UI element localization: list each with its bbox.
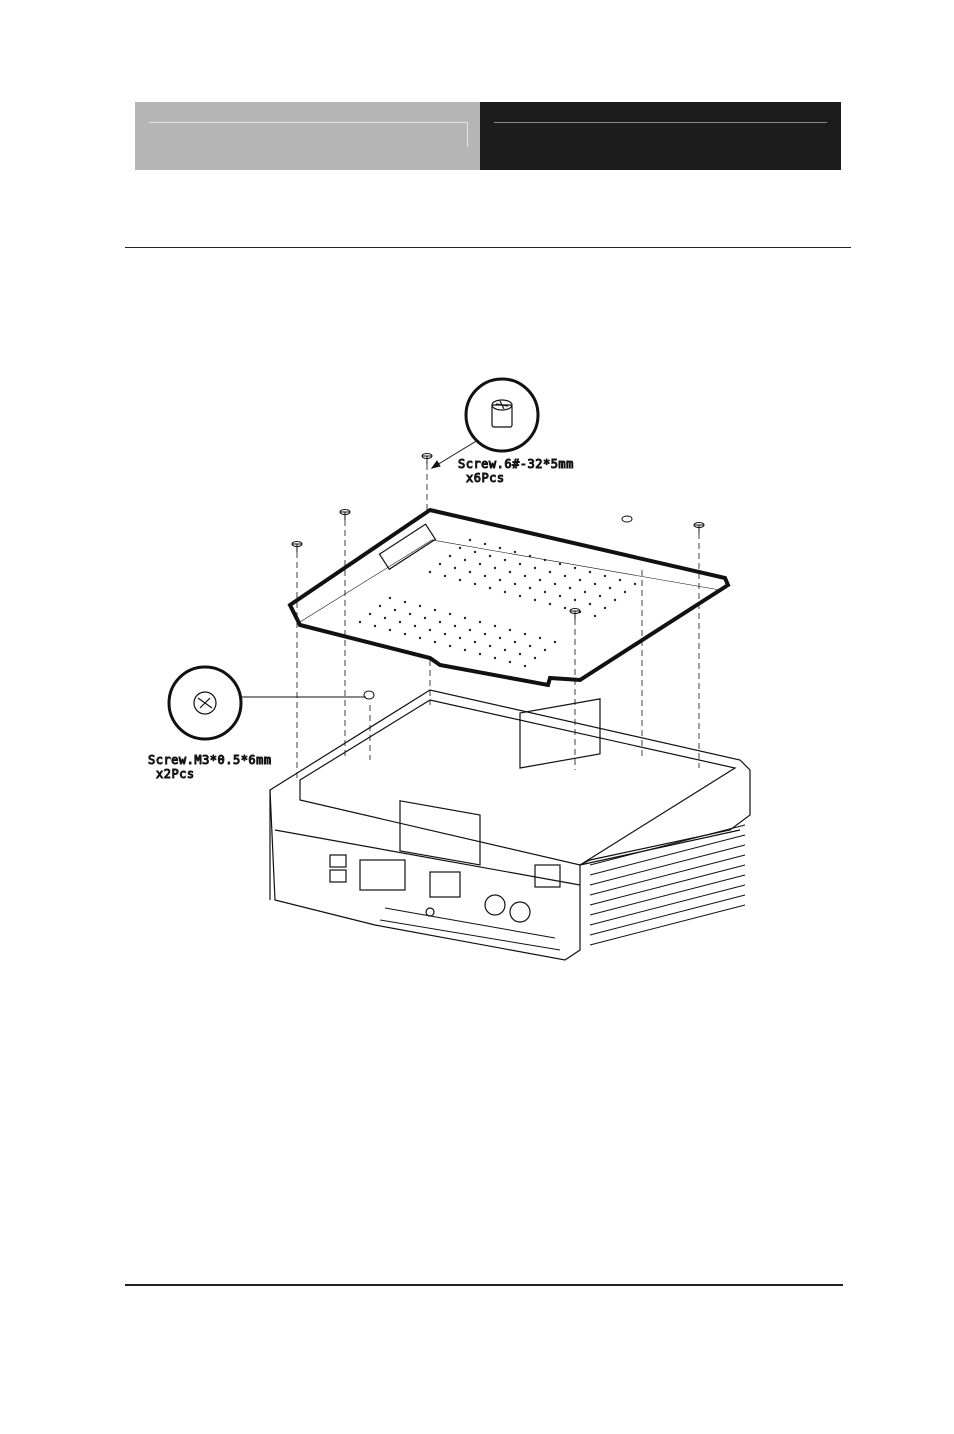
header-banner-right-rule — [494, 122, 827, 123]
callout-label-top-line1: Screw.6#-32*5mm — [458, 457, 574, 471]
top-cover-plate — [290, 510, 728, 685]
header-banner-left-rule — [149, 122, 468, 147]
header-banner-right — [480, 102, 841, 170]
footer-divider — [125, 1284, 843, 1286]
alignment-lines — [297, 464, 699, 780]
callout-label-top-line2: x6Pcs — [466, 471, 505, 485]
screw-detail-left — [194, 692, 216, 714]
screw-detail-top — [492, 400, 512, 427]
chassis-body — [270, 690, 750, 960]
heatsink-fins — [380, 825, 745, 950]
callout-label-left-line1: Screw.M3*0.5*6mm — [148, 753, 272, 767]
callout-label-left-line2: x2Pcs — [156, 767, 195, 781]
header-banner-left — [135, 102, 480, 170]
header-divider — [125, 247, 851, 248]
cover-vent-holes — [359, 539, 636, 667]
assembly-diagram: Screw.6#-32*5mm x6Pcs Screw.M3*0.5*6mm x… — [140, 360, 820, 980]
